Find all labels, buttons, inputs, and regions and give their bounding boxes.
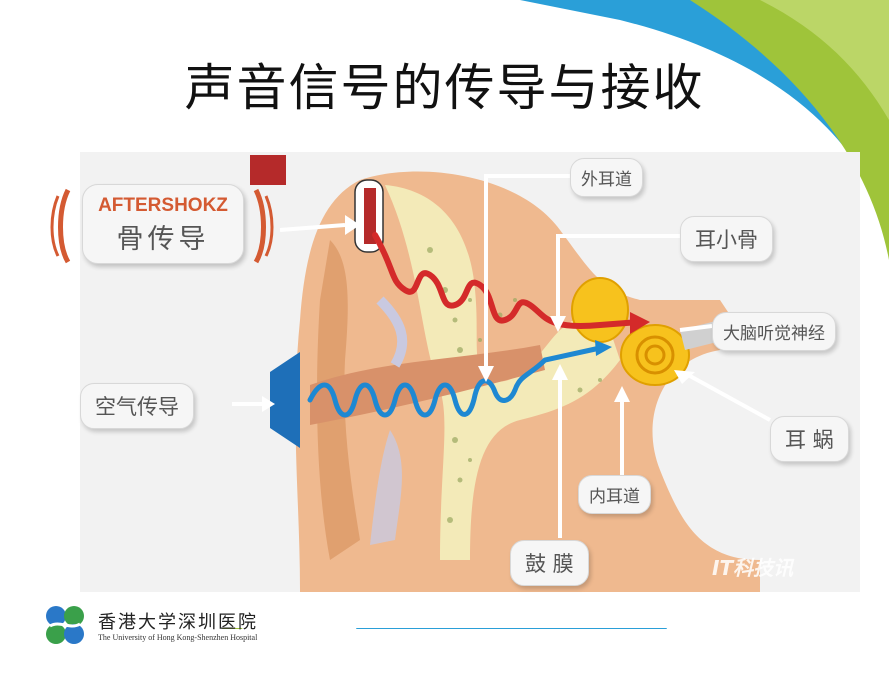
- hospital-name-en: The University of Hong Kong-Shenzhen Hos…: [98, 633, 258, 642]
- watermark-text: IT科技讯: [712, 556, 794, 580]
- brand-name: AFTERSHOKZ: [98, 195, 228, 216]
- label-auditory-nerve: 大脑听觉神经: [712, 312, 836, 351]
- hospital-logo-icon: [46, 606, 84, 644]
- label-eardrum: 鼓 膜: [510, 540, 589, 586]
- label-ossicles: 耳小骨: [680, 216, 773, 262]
- bone-conduction-callout: AFTERSHOKZ 骨传导: [82, 184, 244, 264]
- label-air-conduction: 空气传导: [80, 383, 194, 429]
- hospital-name-cn: 香港大学深圳医院: [98, 612, 258, 633]
- label-inner-canal: 内耳道: [578, 475, 651, 514]
- label-outer-canal: 外耳道: [570, 158, 643, 197]
- footer-divider: [222, 628, 667, 629]
- label-bone-conduction: 骨传导: [116, 224, 210, 255]
- slide-title: 声音信号的传导与接收: [184, 59, 705, 117]
- label-cochlea: 耳 蜗: [770, 416, 849, 462]
